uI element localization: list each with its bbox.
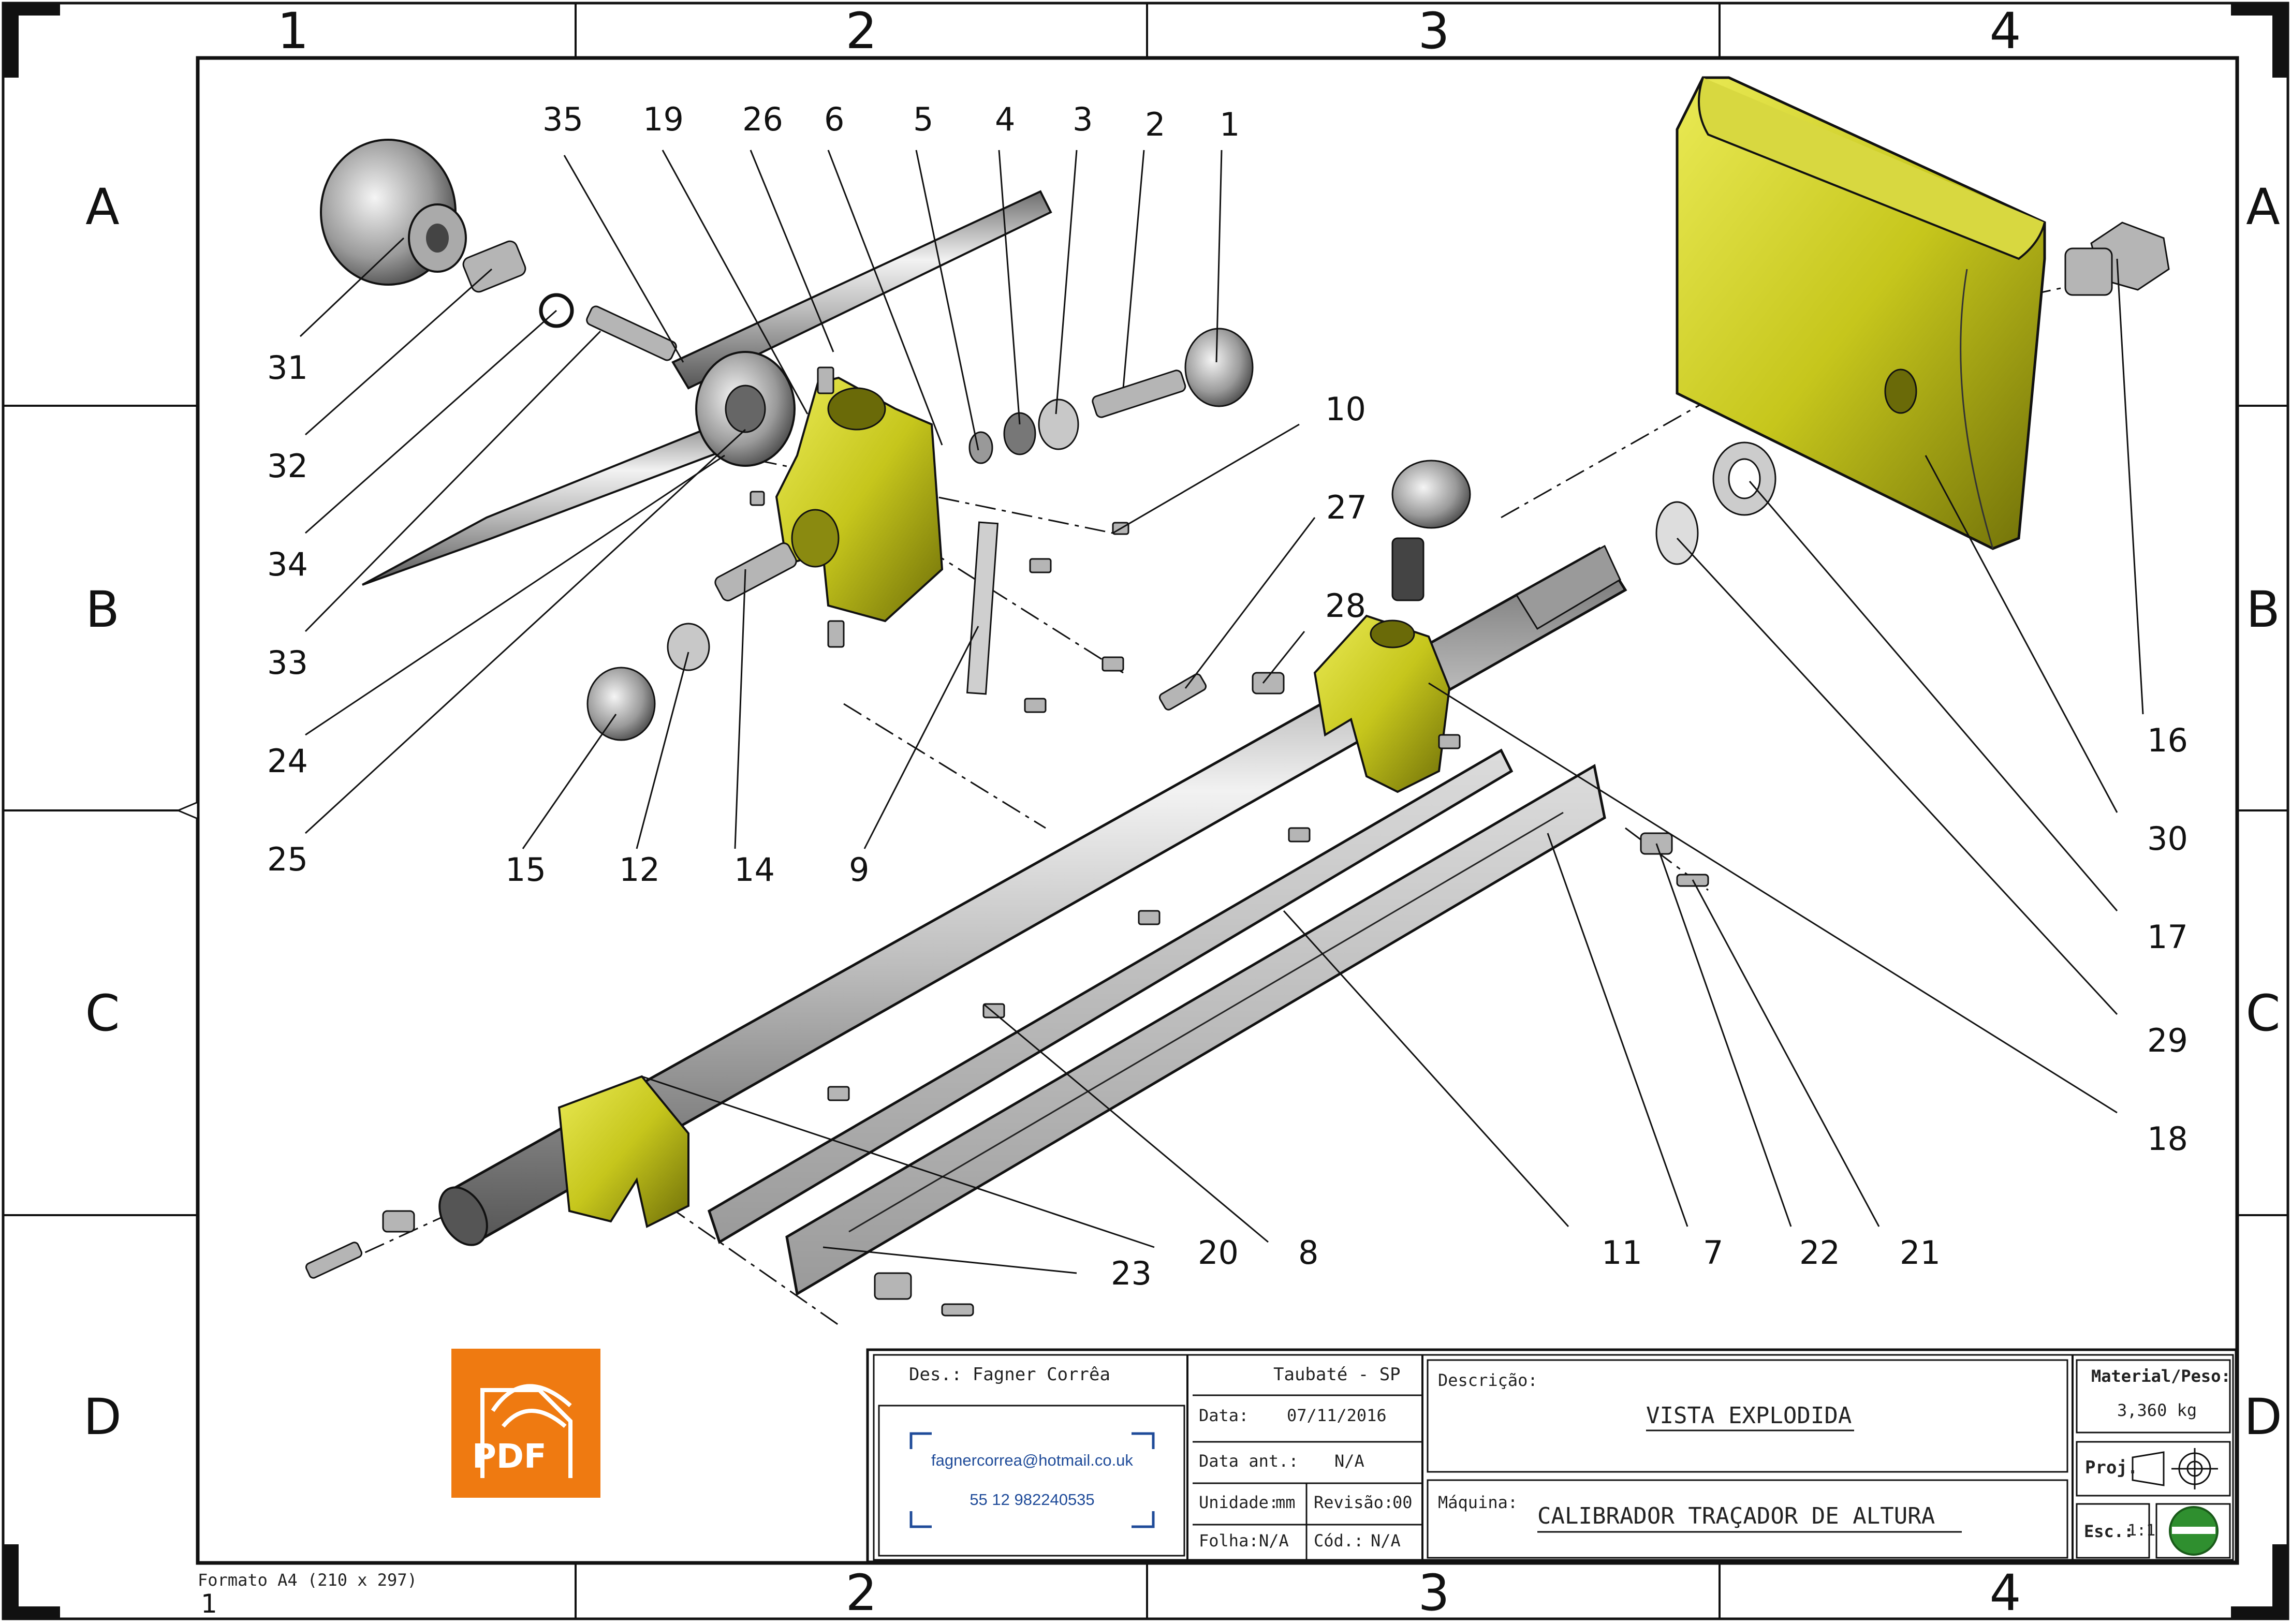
- callout-24: 24: [267, 742, 308, 780]
- callout-10: 10: [1325, 390, 1366, 428]
- callout-15: 15: [505, 851, 546, 889]
- pdf-logo-text: PDF: [472, 1438, 547, 1476]
- pdf-page-icon: [480, 1384, 572, 1478]
- callout-22: 22: [1799, 1234, 1840, 1272]
- sheet-label: Folha:: [1199, 1531, 1259, 1551]
- contact-phone: 55 12 982240535: [970, 1490, 1095, 1509]
- callout-16: 16: [2147, 721, 2188, 759]
- callout-27: 27: [1326, 489, 1367, 526]
- zone-col-2: 2: [845, 2, 877, 60]
- title-block-grid: [866, 1348, 2238, 1563]
- weight-value: 3,360 kg: [2117, 1400, 2197, 1420]
- clamp-knob: [320, 139, 796, 467]
- leader-lines: [299, 150, 2144, 1274]
- callout-4: 4: [995, 100, 1016, 138]
- zone-row-a-right: A: [2246, 178, 2280, 236]
- callout-14: 14: [734, 851, 775, 889]
- callout-2: 2: [1145, 106, 1166, 143]
- zone-row-d: D: [83, 1388, 122, 1446]
- sheet-index: 1: [201, 1589, 217, 1619]
- scale-rulers: [707, 748, 1606, 1296]
- callout-17: 17: [2147, 918, 2188, 956]
- revision-label: Revisão:: [1314, 1493, 1394, 1512]
- zone-col-3: 3: [1418, 2, 1450, 60]
- callout-33: 33: [267, 644, 308, 682]
- zone-col-3-bottom: 3: [1418, 1564, 1450, 1622]
- unit-label: Unidade:: [1199, 1493, 1279, 1512]
- pdf-logo: PDF: [451, 1349, 600, 1498]
- callout-34: 34: [267, 545, 308, 583]
- base-block: [1676, 76, 2046, 550]
- callout-25: 25: [267, 840, 308, 878]
- callout-26: 26: [742, 100, 783, 138]
- prev-date-label: Data ant.:: [1199, 1451, 1299, 1471]
- machine-label: Máquina:: [1438, 1493, 1518, 1512]
- zone-row-b-right: B: [2246, 581, 2280, 639]
- unit-value: mm: [1275, 1493, 1296, 1512]
- callout-11: 11: [1602, 1234, 1642, 1272]
- callout-20: 20: [1198, 1234, 1239, 1272]
- zone-col-2-bottom: 2: [845, 1564, 877, 1622]
- scriber-slide: [775, 376, 944, 623]
- date-value: 07/11/2016: [1287, 1406, 1387, 1425]
- zone-row-c-right: C: [2245, 984, 2281, 1042]
- material-label: Material/Peso:: [2091, 1366, 2231, 1386]
- callout-12: 12: [619, 851, 660, 889]
- machine-value: CALIBRADOR TRAÇADOR DE ALTURA: [1537, 1503, 1935, 1529]
- callout-9: 9: [849, 851, 870, 889]
- scriber-needle: [362, 190, 1052, 586]
- zone-col-4: 4: [1989, 2, 2021, 60]
- callout-5: 5: [913, 100, 934, 138]
- format-note: Formato A4 (210 x 297): [198, 1570, 417, 1590]
- prev-date-value: N/A: [1334, 1451, 1364, 1471]
- scale-value: 1:1: [2127, 1522, 2156, 1540]
- code-value: N/A: [1371, 1531, 1401, 1551]
- callout-1: 1: [1220, 106, 1240, 143]
- projection-label: Proj.: [2085, 1457, 2138, 1478]
- callout-3: 3: [1073, 100, 1093, 138]
- callout-7: 7: [1703, 1234, 1724, 1272]
- zone-col-4-bottom: 4: [1989, 1564, 2021, 1622]
- seal-icon: [2169, 1506, 2219, 1556]
- zone-row-c: C: [85, 984, 120, 1042]
- callout-28: 28: [1325, 587, 1366, 625]
- zone-row-b: B: [85, 581, 120, 639]
- callout-32: 32: [267, 447, 308, 485]
- callout-35: 35: [542, 100, 583, 138]
- callout-6: 6: [824, 100, 845, 138]
- zone-row-d-right: D: [2244, 1388, 2282, 1446]
- projection-symbol-icon: [2132, 1448, 2218, 1489]
- callout-29: 29: [2147, 1022, 2188, 1059]
- callout-21: 21: [1900, 1234, 1941, 1272]
- code-label: Cód.:: [1314, 1531, 1364, 1551]
- clamp-upper: [1313, 614, 1451, 793]
- callout-23: 23: [1111, 1254, 1152, 1292]
- callout-19: 19: [643, 100, 684, 138]
- corner-marks: [3, 3, 2288, 1619]
- zone-col-1: 1: [277, 2, 309, 60]
- zone-row-a: A: [85, 178, 120, 236]
- small-hardware: [305, 222, 2170, 1317]
- description-value: VISTA EXPLODIDA: [1646, 1402, 1852, 1429]
- description-label: Descrição:: [1438, 1370, 1538, 1390]
- clamp-lower: [557, 1075, 689, 1228]
- callout-31: 31: [267, 349, 308, 387]
- date-label: Data:: [1199, 1406, 1249, 1425]
- callout-18: 18: [2147, 1120, 2188, 1158]
- location: Taubaté - SP: [1273, 1364, 1401, 1385]
- sheet-value: N/A: [1259, 1531, 1289, 1551]
- callout-8: 8: [1298, 1234, 1319, 1272]
- revision-value: 00: [1392, 1493, 1413, 1512]
- contact-email[interactable]: fagnercorrea@hotmail.co.uk: [931, 1451, 1133, 1469]
- scale-label: Esc.:: [2084, 1522, 2134, 1541]
- callout-30: 30: [2147, 820, 2188, 858]
- designer: Des.: Fagner Corrêa: [909, 1364, 1110, 1385]
